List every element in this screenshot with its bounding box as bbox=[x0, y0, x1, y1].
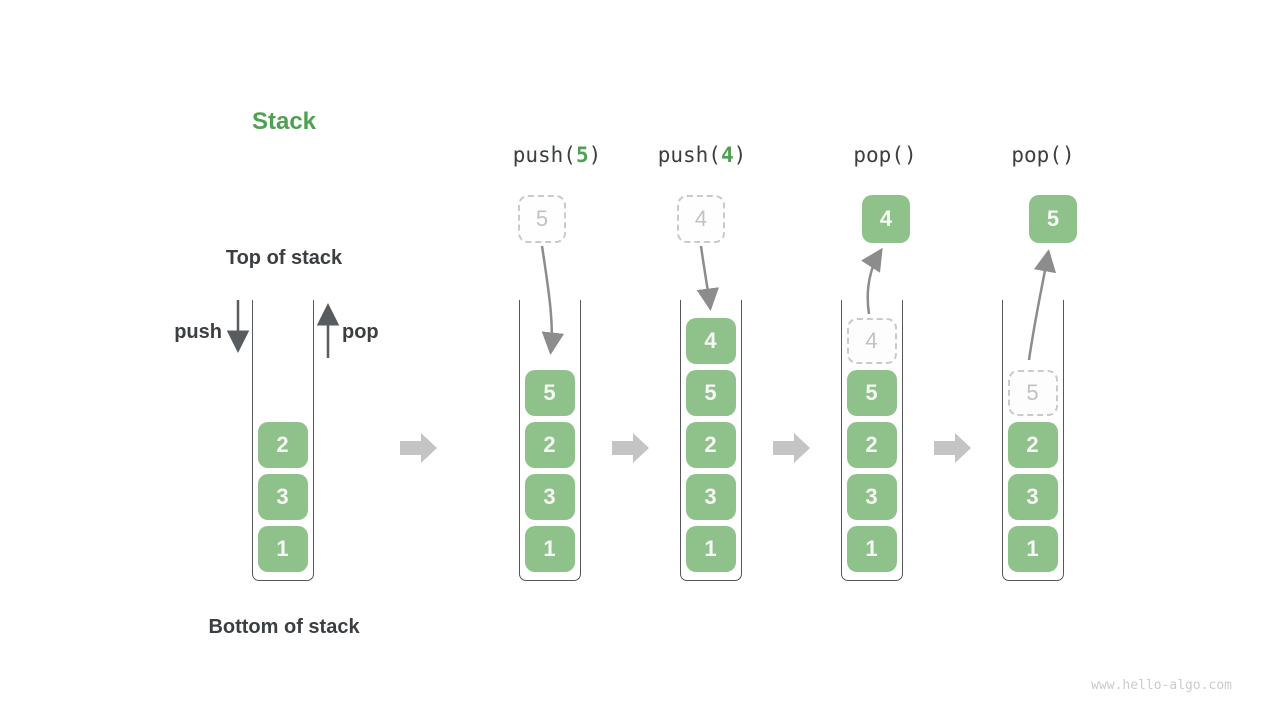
operation-text: push( bbox=[657, 143, 721, 167]
pop-label: pop bbox=[342, 321, 379, 343]
stack-cell: 1 bbox=[257, 526, 308, 572]
floating-cell-pop-second: 5 bbox=[1029, 195, 1077, 243]
stack-cell: 1 bbox=[685, 526, 736, 572]
stack-cell: 2 bbox=[1007, 422, 1058, 468]
stack-cell: 2 bbox=[257, 422, 308, 468]
operation-label-pop-second: pop() bbox=[1011, 143, 1074, 167]
operation-argument: 4 bbox=[720, 143, 734, 167]
operation-label-push-5: push(5) bbox=[513, 143, 602, 167]
step-arrow-3 bbox=[773, 433, 810, 463]
stack-cell: 5 bbox=[685, 370, 736, 416]
floating-cell-pop-first: 4 bbox=[862, 195, 910, 243]
stack-cell: 3 bbox=[524, 474, 575, 520]
stack-cell: 2 bbox=[524, 422, 575, 468]
operation-text: pop() bbox=[1011, 143, 1075, 167]
stack-container-pop-first: 4 5 2 3 1 bbox=[841, 300, 903, 581]
bottom-of-stack-label: Bottom of stack bbox=[208, 616, 360, 638]
stack-cell: 3 bbox=[685, 474, 736, 520]
push-label: push bbox=[174, 321, 222, 343]
stack-container-pop-second: 5 2 3 1 bbox=[1002, 300, 1064, 581]
stack-cell: 5 bbox=[846, 370, 897, 416]
step-arrow-2 bbox=[612, 433, 649, 463]
stack-cell: 1 bbox=[524, 526, 575, 572]
operation-text: pop() bbox=[853, 143, 917, 167]
step-arrow-1 bbox=[400, 433, 437, 463]
stack-cell: 1 bbox=[846, 526, 897, 572]
watermark: www.hello-algo.com bbox=[1091, 678, 1232, 693]
step-arrow-4 bbox=[934, 433, 971, 463]
floating-cell-push-4: 4 bbox=[677, 195, 725, 243]
operation-label-push-4: push(4) bbox=[658, 143, 747, 167]
operation-label-pop-first: pop() bbox=[853, 143, 916, 167]
stack-cell: 3 bbox=[846, 474, 897, 520]
floating-cell-push-5: 5 bbox=[518, 195, 566, 243]
operation-argument: 5 bbox=[575, 143, 589, 167]
stack-cell: 5 bbox=[524, 370, 575, 416]
stack-cell: 4 bbox=[685, 318, 736, 364]
operation-text: push( bbox=[512, 143, 576, 167]
stack-cell: 2 bbox=[846, 422, 897, 468]
diagram-title: Stack bbox=[251, 108, 317, 135]
stack-cell: 3 bbox=[1007, 474, 1058, 520]
stack-container-initial-stack: 2 3 1 bbox=[252, 300, 314, 581]
stack-cell: 4 bbox=[846, 318, 897, 364]
stack-cell: 1 bbox=[1007, 526, 1058, 572]
stack-cell: 5 bbox=[1007, 370, 1058, 416]
operation-text: ) bbox=[588, 143, 602, 167]
stack-container-push-4: 4 5 2 3 1 bbox=[680, 300, 742, 581]
stack-cell: 2 bbox=[685, 422, 736, 468]
motion-arrow-push-4 bbox=[696, 245, 719, 311]
operation-text: ) bbox=[733, 143, 747, 167]
stack-container-push-5: 5 2 3 1 bbox=[519, 300, 581, 581]
top-of-stack-label: Top of stack bbox=[225, 247, 343, 269]
stack-cell: 3 bbox=[257, 474, 308, 520]
